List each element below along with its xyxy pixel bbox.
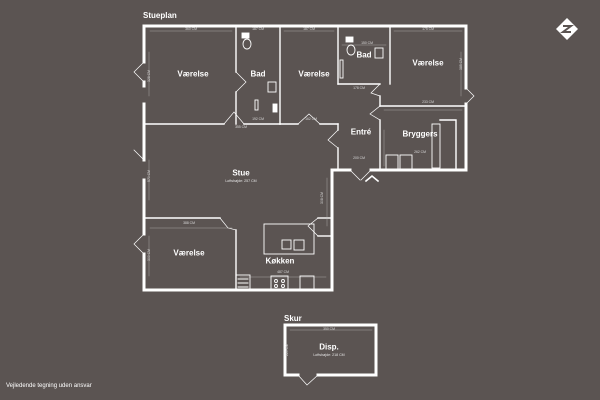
dimension-label: 570 CM [147,170,151,182]
room-bad-right: Bad [356,50,372,60]
room-disp: Disp. [319,342,339,352]
shed-door-swing [297,374,319,386]
ceiling-note-stue: Loftshøjde: 257 CM [225,179,257,183]
room-bryggers: Bryggers [402,129,438,139]
ground-floor-title: Stueplan [143,11,177,20]
shed-walls [283,323,378,377]
north-arrow-icon [556,18,578,40]
dimension-label: 360 CM [185,27,197,31]
dimension-label: 187 CM [303,27,315,31]
dimension-label: 233 CM [422,100,434,104]
dimension-label: 487 CM [277,270,289,274]
ceiling-note-disp: Loftshøjde: 218 CM [313,353,345,357]
room-vaerelse-mid: Værelse [298,69,330,79]
room-entre: Entré [350,127,372,137]
dimension-label: 192 CM [252,117,264,121]
dimension-label: 175 CM [422,27,434,31]
room-bad-left: Bad [250,69,266,79]
room-stue: Stue [232,168,250,178]
dimension-label: 355 CM [235,125,247,129]
dimension-label: 262 CM [414,150,426,154]
room-vaerelse-nw: Værelse [177,69,209,79]
dimension-label: 178 CM [353,86,365,90]
disclaimer-text: Vejledende tegning uden ansvar [6,383,92,389]
dimension-label: 220 CM [285,344,289,356]
door-swings [133,61,475,255]
dimension-label: 300 CM [147,249,151,261]
fixtures [235,32,441,291]
dimension-label: 385 CM [459,58,463,70]
room-koekken: Køkken [265,256,295,266]
dimension-label: 388 CM [183,221,195,225]
dimension-label: 350 CM [323,327,335,331]
dimension-label: 328 CM [147,70,151,82]
room-vaerelse-ne: Værelse [412,58,444,68]
shed-title: Skur [284,314,302,323]
room-vaerelse-sw: Værelse [173,248,205,258]
dimension-label: 187 CM [252,27,264,31]
dimension-label: 162 CM [305,117,317,121]
dimension-label: 200 CM [353,156,365,160]
dimension-lines [148,30,463,331]
dimension-label: 308 CM [320,192,324,204]
entrance-arrow-icon [364,174,380,183]
dimension-label: 150 CM [361,41,373,45]
